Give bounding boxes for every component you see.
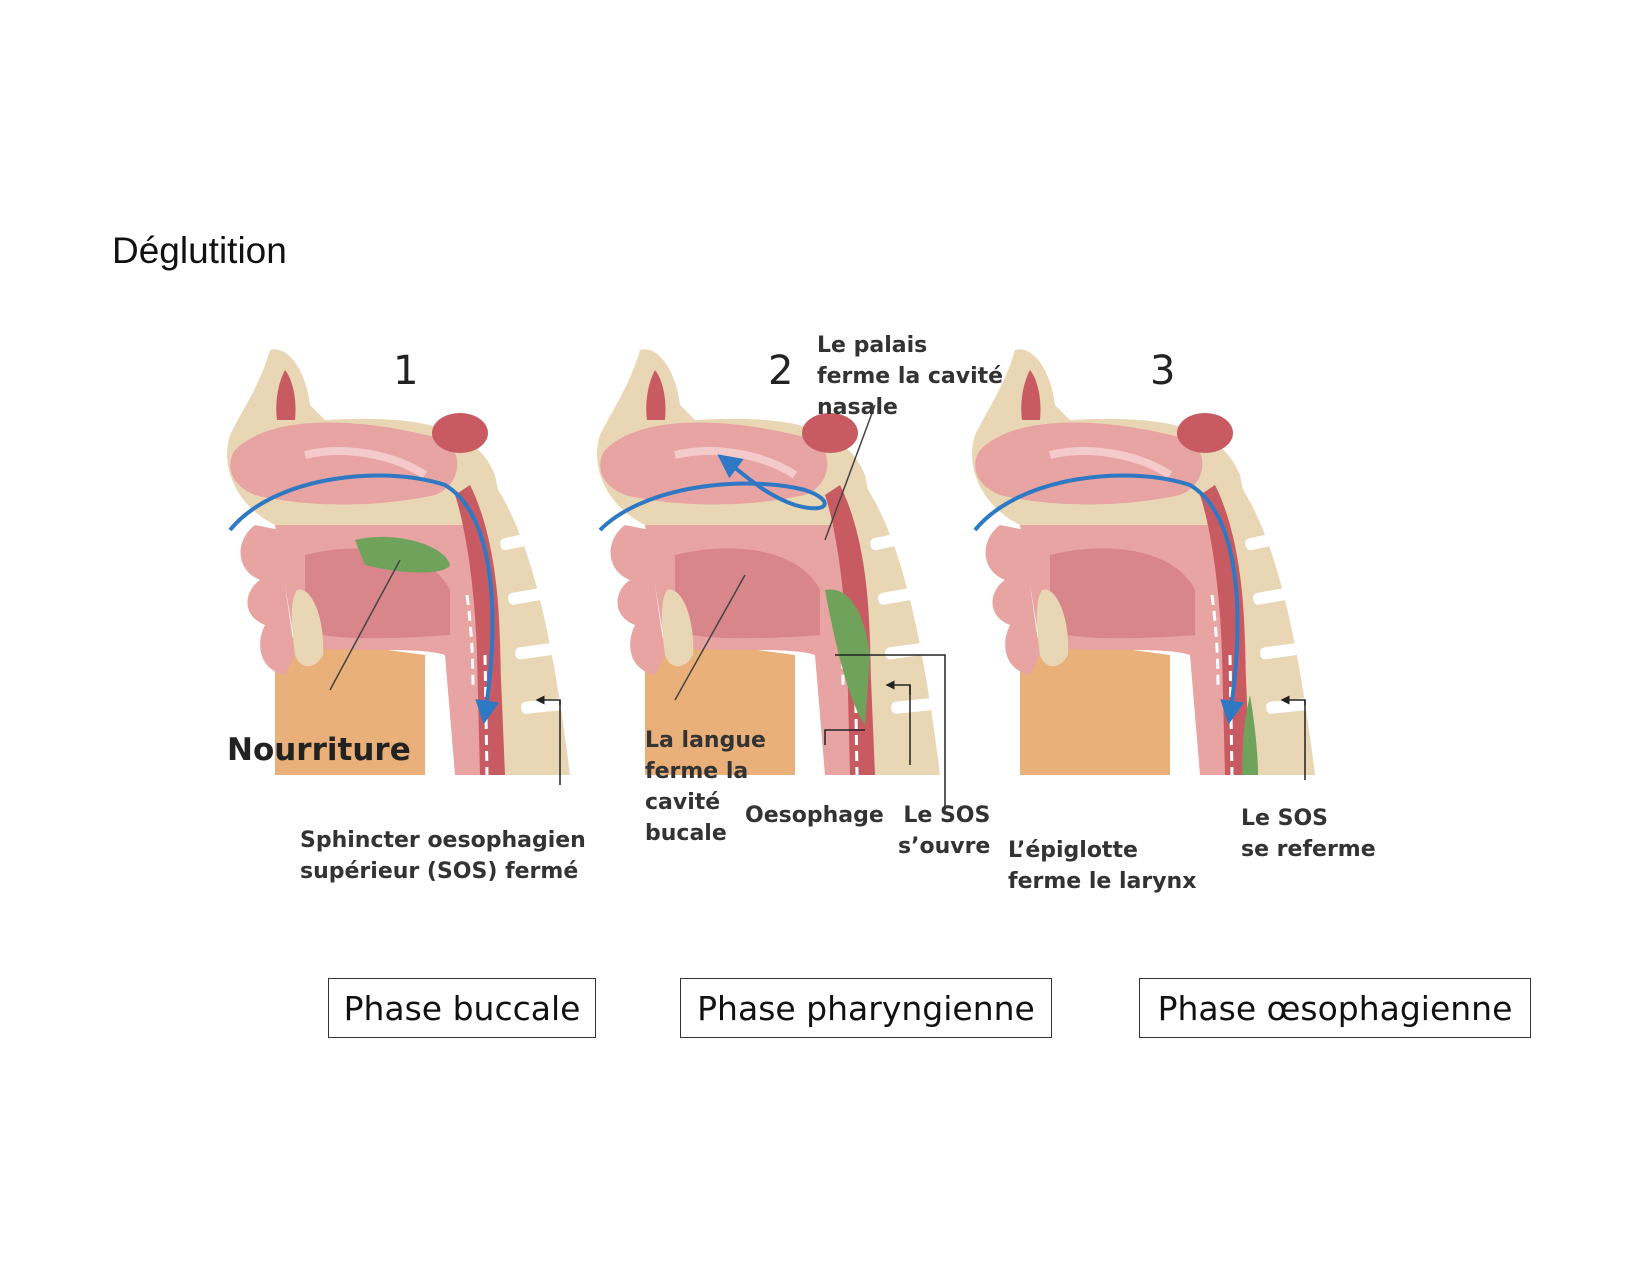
label-langue: La langue ferme la cavité bucale: [645, 728, 766, 846]
food-bolus: [1242, 695, 1258, 775]
swallowing-diagram: 1 2 3 Nourriture Sphincter oesophagien s…: [215, 325, 1435, 925]
label-epiglotte: L’épiglotte ferme le larynx: [1008, 838, 1197, 894]
label-palais: Le palais ferme la cavité nasale: [817, 333, 1004, 420]
airflow-arrow: [973, 473, 1245, 725]
stage-number: 3: [1150, 348, 1176, 394]
phase-pharyngienne-label: Phase pharyngienne: [680, 978, 1052, 1038]
label-sos-closed: Sphincter oesophagien supérieur (SOS) fe…: [300, 828, 586, 884]
anatomy-illustration: [215, 325, 1435, 810]
airflow-arrow: [228, 473, 500, 725]
phase-buccale-label: Phase buccale: [328, 978, 596, 1038]
stage-number: 2: [768, 348, 794, 394]
page-title: Déglutition: [112, 230, 287, 271]
label-nourriture: Nourriture: [227, 732, 411, 768]
food-bolus: [355, 536, 450, 573]
label-oesophage: Oesophage: [745, 803, 884, 828]
stage-3-head: [972, 349, 1315, 780]
label-sos-open: Le SOS s’ouvre: [898, 803, 991, 859]
stage-1-head: [227, 349, 570, 785]
label-sos-reclose: Le SOS se referme: [1241, 806, 1376, 862]
phase-oesophagienne-label: Phase œsophagienne: [1139, 978, 1531, 1038]
airflow-arrow: [598, 454, 827, 532]
stage-2-head: [597, 349, 946, 810]
stage-number: 1: [393, 348, 419, 394]
food-bolus: [825, 589, 870, 725]
